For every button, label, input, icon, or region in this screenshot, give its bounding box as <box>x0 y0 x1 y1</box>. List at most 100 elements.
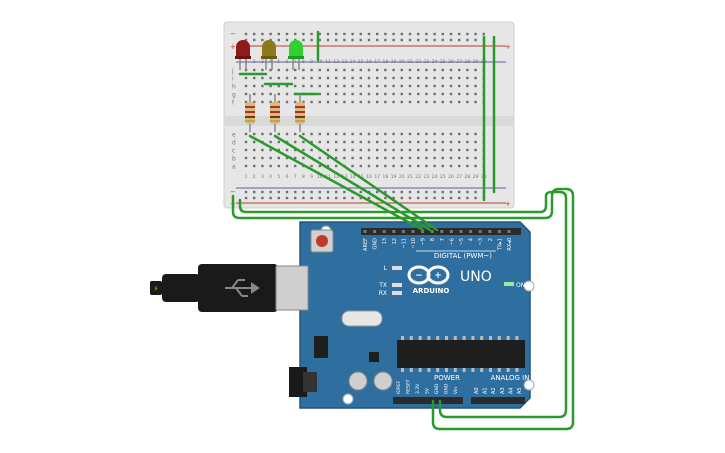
breadboard-hole[interactable] <box>253 32 256 36</box>
breadboard-hole[interactable] <box>425 132 428 136</box>
breadboard-hole[interactable] <box>417 156 420 160</box>
breadboard-hole[interactable] <box>269 140 272 144</box>
breadboard-hole[interactable] <box>285 32 289 36</box>
breadboard-hole[interactable] <box>359 32 362 36</box>
breadboard-hole[interactable] <box>285 132 289 136</box>
breadboard-hole[interactable] <box>302 140 305 144</box>
breadboard-hole[interactable] <box>441 38 444 42</box>
breadboard-hole[interactable] <box>474 140 477 144</box>
breadboard-hole[interactable] <box>359 68 362 72</box>
breadboard-hole[interactable] <box>335 84 338 88</box>
breadboard-hole[interactable] <box>253 38 256 42</box>
breadboard-hole[interactable] <box>384 148 387 152</box>
breadboard-hole[interactable] <box>425 92 428 96</box>
breadboard-hole[interactable] <box>417 196 420 200</box>
breadboard-hole[interactable] <box>417 100 420 104</box>
breadboard-hole[interactable] <box>335 190 338 194</box>
breadboard-hole[interactable] <box>343 156 346 160</box>
breadboard-hole[interactable] <box>277 68 280 72</box>
breadboard-hole[interactable] <box>253 100 256 104</box>
breadboard-hole[interactable] <box>376 38 379 42</box>
resistors[interactable] <box>245 94 305 132</box>
breadboard-hole[interactable] <box>269 84 272 88</box>
breadboard-hole[interactable] <box>474 38 477 42</box>
breadboard-hole[interactable] <box>269 156 272 160</box>
breadboard-hole[interactable] <box>285 100 289 104</box>
breadboard-hole[interactable] <box>285 196 289 200</box>
breadboard-hole[interactable] <box>376 32 379 36</box>
breadboard-hole[interactable] <box>253 156 256 160</box>
breadboard-hole[interactable] <box>417 148 420 152</box>
breadboard-hole[interactable] <box>326 68 330 72</box>
breadboard-hole[interactable] <box>466 132 469 136</box>
breadboard-hole[interactable] <box>302 68 305 72</box>
breadboard-hole[interactable] <box>343 132 346 136</box>
breadboard-hole[interactable] <box>400 132 403 136</box>
breadboard-hole[interactable] <box>244 132 248 136</box>
breadboard-hole[interactable] <box>310 164 313 168</box>
breadboard-hole[interactable] <box>302 38 305 42</box>
breadboard-hole[interactable] <box>384 92 387 96</box>
wire-red-led-pin[interactable] <box>248 134 425 232</box>
breadboard-hole[interactable] <box>392 132 395 136</box>
breadboard-hole[interactable] <box>302 156 305 160</box>
breadboard-hole[interactable] <box>359 148 362 152</box>
breadboard-hole[interactable] <box>458 84 461 88</box>
breadboard-hole[interactable] <box>392 100 395 104</box>
breadboard-hole[interactable] <box>244 38 248 42</box>
digital-pin-socket[interactable] <box>421 230 425 233</box>
breadboard-hole[interactable] <box>351 196 354 200</box>
breadboard-hole[interactable] <box>318 156 321 160</box>
breadboard-hole[interactable] <box>359 84 362 88</box>
breadboard-hole[interactable] <box>384 196 387 200</box>
breadboard-hole[interactable] <box>425 140 428 144</box>
red-led[interactable] <box>235 40 251 70</box>
breadboard-hole[interactable] <box>474 76 477 80</box>
wires[interactable] <box>231 30 575 431</box>
breadboard-hole[interactable] <box>425 76 428 80</box>
breadboard-hole[interactable] <box>326 132 330 136</box>
breadboard-hole[interactable] <box>449 148 453 152</box>
breadboard-hole[interactable] <box>449 190 453 194</box>
breadboard-hole[interactable] <box>351 100 354 104</box>
breadboard-hole[interactable] <box>326 76 330 80</box>
breadboard-hole[interactable] <box>458 156 461 160</box>
breadboard-hole[interactable] <box>335 68 338 72</box>
wire-power-loop[interactable] <box>238 190 568 419</box>
breadboard-hole[interactable] <box>392 148 395 152</box>
breadboard-hole[interactable] <box>367 92 371 96</box>
breadboard-hole[interactable] <box>285 92 289 96</box>
breadboard-hole[interactable] <box>408 84 412 88</box>
breadboard-hole[interactable] <box>335 164 338 168</box>
breadboard-hole[interactable] <box>449 140 453 144</box>
breadboard-hole[interactable] <box>474 148 477 152</box>
breadboard-hole[interactable] <box>326 92 330 96</box>
breadboard-hole[interactable] <box>335 148 338 152</box>
breadboard-hole[interactable] <box>302 196 305 200</box>
breadboard-hole[interactable] <box>384 38 387 42</box>
breadboard-hole[interactable] <box>253 196 256 200</box>
resistor[interactable] <box>245 94 255 132</box>
breadboard-hole[interactable] <box>425 164 428 168</box>
breadboard-hole[interactable] <box>261 148 264 152</box>
breadboard-hole[interactable] <box>359 100 362 104</box>
breadboard-hole[interactable] <box>335 92 338 96</box>
digital-pin-socket[interactable] <box>392 230 396 233</box>
breadboard-hole[interactable] <box>408 164 412 168</box>
breadboard-hole[interactable] <box>449 84 453 88</box>
breadboard-hole[interactable] <box>310 76 313 80</box>
breadboard-hole[interactable] <box>376 156 379 160</box>
breadboard-hole[interactable] <box>367 196 371 200</box>
breadboard-hole[interactable] <box>417 32 420 36</box>
breadboard-hole[interactable] <box>277 76 280 80</box>
breadboard-hole[interactable] <box>425 148 428 152</box>
breadboard-hole[interactable] <box>269 148 272 152</box>
breadboard-hole[interactable] <box>384 76 387 80</box>
breadboard-hole[interactable] <box>269 68 272 72</box>
breadboard-hole[interactable] <box>474 68 477 72</box>
breadboard-hole[interactable] <box>326 100 330 104</box>
breadboard-hole[interactable] <box>318 132 321 136</box>
breadboard-hole[interactable] <box>318 68 321 72</box>
breadboard-hole[interactable] <box>474 92 477 96</box>
